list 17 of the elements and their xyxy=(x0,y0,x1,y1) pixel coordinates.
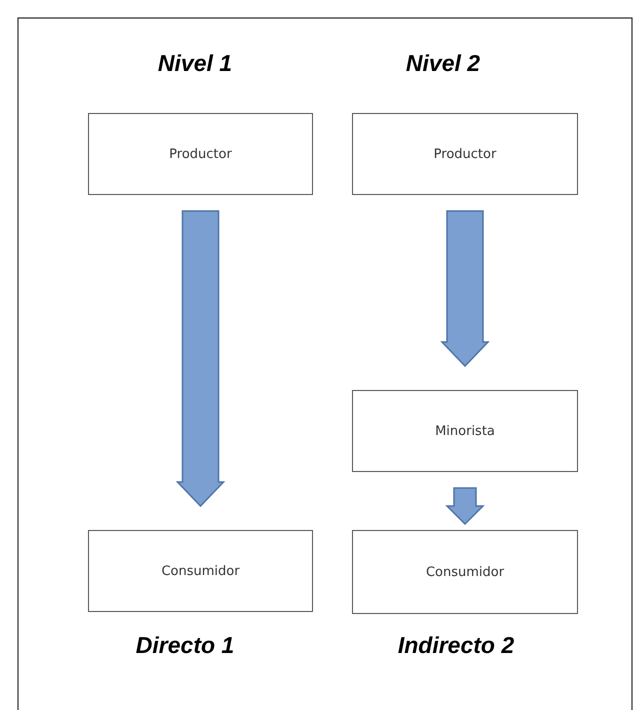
block-arrow xyxy=(445,487,485,526)
node-label: Productor xyxy=(169,146,232,162)
level-heading: Nivel 2 xyxy=(406,50,480,77)
level-heading: Nivel 1 xyxy=(158,50,232,77)
process-box xyxy=(352,530,578,614)
node-label: Consumidor xyxy=(161,564,240,578)
process-box xyxy=(88,530,313,612)
block-arrow xyxy=(176,210,226,508)
process-box xyxy=(352,113,578,195)
channel-label: Indirecto 2 xyxy=(398,632,514,659)
channel-label: Directo 1 xyxy=(136,632,234,659)
process-box xyxy=(352,390,578,472)
block-arrow xyxy=(440,210,490,368)
node-label: Minorista xyxy=(435,424,495,438)
process-box xyxy=(88,113,313,195)
node-label: Productor xyxy=(434,146,496,162)
node-label: Consumidor xyxy=(426,564,504,580)
